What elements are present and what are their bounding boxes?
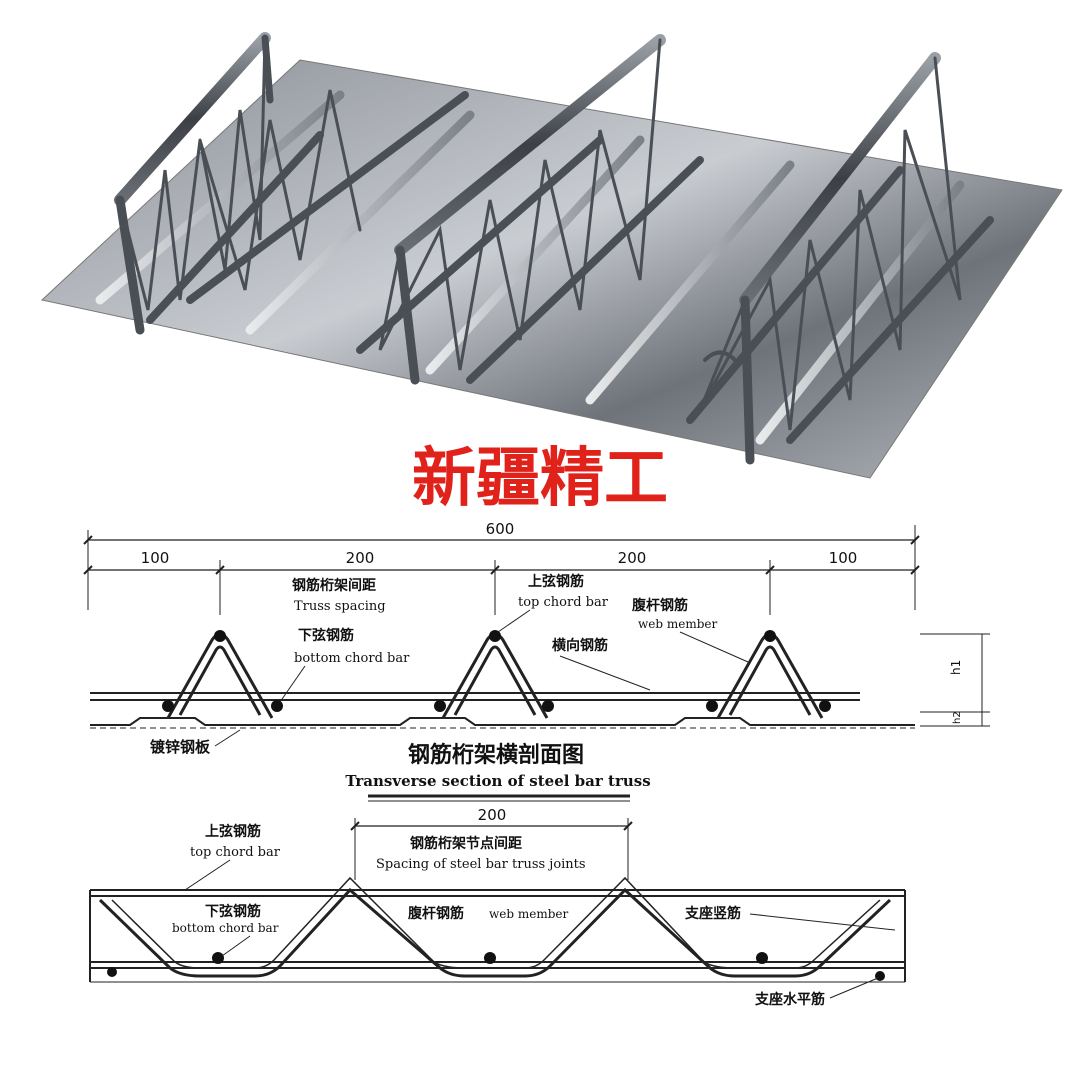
label-truss-spacing-en: Truss spacing <box>294 599 386 614</box>
dim-600: 600 <box>486 520 515 538</box>
dim-seg-2: 200 <box>346 549 375 567</box>
elev-bar-dots <box>107 952 885 981</box>
truss-3d-3 <box>686 52 994 465</box>
height-label-h1: h1 <box>949 660 963 675</box>
elev-label-bottom-chord-en: bottom chord bar <box>172 921 279 935</box>
elev-label-top-chord-en: top chord bar <box>190 845 281 860</box>
dim-seg-1: 100 <box>141 549 170 567</box>
elev-web-member <box>98 887 892 978</box>
label-bottom-chord-en: bottom chord bar <box>294 651 410 666</box>
elev-dim-200: 200 <box>478 806 507 824</box>
label-truss-spacing-cn: 钢筋桁架间距 <box>292 577 376 594</box>
longitudinal-elevation <box>89 818 906 983</box>
elev-label-support-horizontal-cn: 支座水平筋 <box>754 991 825 1008</box>
label-transverse-bar-cn: 横向钢筋 <box>552 637 608 654</box>
chord-bar-dots <box>162 630 831 712</box>
label-galvanized-sheet-cn: 镀锌钢板 <box>150 738 211 756</box>
height-label-h2: h2 <box>952 711 963 724</box>
elev-label-support-vertical-cn: 支座竖筋 <box>684 905 741 922</box>
truss-3d-2 <box>356 34 704 385</box>
elev-label-web-member-en: web member <box>489 907 569 921</box>
deck-profile <box>90 717 915 726</box>
truss-3d-1 <box>114 32 469 335</box>
dim-seg-4: 100 <box>829 549 858 567</box>
web-member-triangles <box>166 632 824 719</box>
dim-seg-3: 200 <box>618 549 647 567</box>
elev-label-bottom-chord-cn: 下弦钢筋 <box>205 903 261 920</box>
label-top-chord-en: top chord bar <box>518 595 609 610</box>
elev-label-web-member-cn: 腹杆钢筋 <box>408 905 464 922</box>
label-top-chord-cn: 上弦钢筋 <box>528 573 584 590</box>
label-web-member-en: web member <box>638 617 718 631</box>
elev-label-top-chord-cn: 上弦钢筋 <box>205 823 261 840</box>
transverse-section <box>83 525 920 729</box>
label-joint-spacing-cn: 钢筋桁架节点间距 <box>410 835 522 852</box>
height-dimension <box>920 633 990 727</box>
label-bottom-chord-cn: 下弦钢筋 <box>298 627 354 644</box>
transverse-title-cn: 钢筋桁架横剖面图 <box>408 742 584 768</box>
label-web-member-cn: 腹杆钢筋 <box>632 597 688 614</box>
brand-title: 新疆精工 <box>412 442 668 516</box>
transverse-title-en: Transverse section of steel bar truss <box>345 772 650 790</box>
truss-deck-illustration <box>40 32 1063 479</box>
label-joint-spacing-en: Spacing of steel bar truss joints <box>376 857 586 872</box>
